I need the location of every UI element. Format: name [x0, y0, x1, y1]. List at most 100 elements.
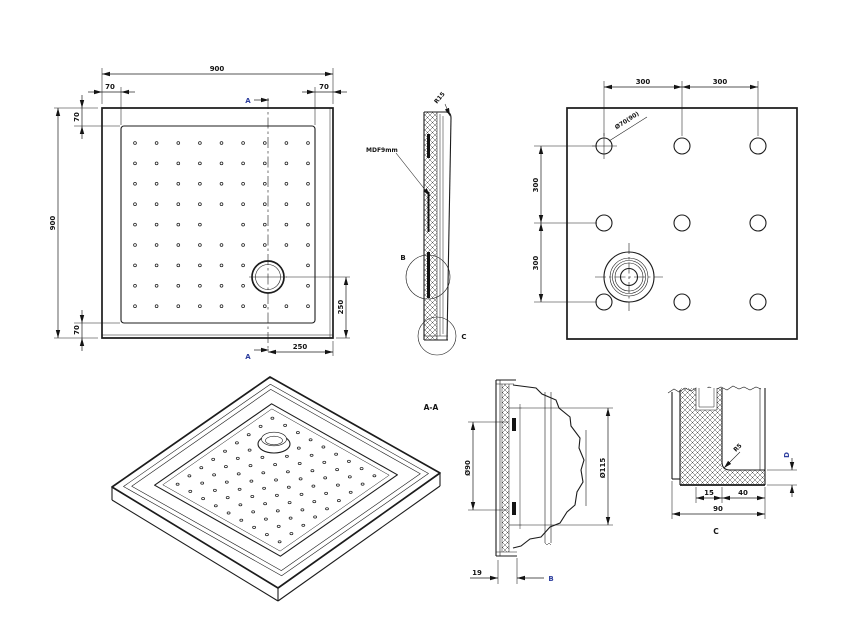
dimple-dot: [307, 284, 310, 287]
dimple-dot: [134, 284, 137, 287]
dimple-dot: [302, 524, 305, 526]
dimple-dot: [307, 223, 310, 226]
dimple-dot: [224, 466, 227, 468]
dim-drain-outer-diameter: Ø115: [599, 458, 607, 479]
dim-wall-thickness: 19: [472, 569, 482, 577]
dimple-dot: [188, 475, 191, 477]
dimple-dot: [285, 455, 288, 457]
dimple-dot: [284, 424, 287, 426]
dimple-dot: [263, 305, 266, 308]
dimple-dot: [274, 464, 277, 466]
material-label: MDF9mm: [366, 147, 398, 154]
dimple-dot: [225, 481, 228, 483]
dimple-dot: [235, 442, 238, 444]
dimple-dot: [264, 503, 267, 505]
dimple-dot: [263, 203, 266, 206]
dimple-dot: [177, 305, 180, 308]
dimple-dot: [300, 493, 303, 495]
dimple-dot: [285, 142, 288, 145]
dimple-dot: [220, 142, 223, 145]
dimple-dot: [134, 203, 137, 206]
dimple-dot: [214, 505, 217, 507]
dimple-dot: [324, 477, 327, 479]
dimple-dot: [242, 162, 245, 165]
dimple-dot: [134, 142, 137, 145]
section-aa-title: A-A: [424, 403, 439, 412]
dimple-dot: [213, 474, 216, 476]
tray-top-face: [112, 377, 440, 588]
dimple-dot: [199, 223, 202, 226]
dimple-dot: [237, 473, 240, 475]
dim-overall-width: 900: [210, 65, 225, 73]
dimple-dot: [220, 284, 223, 287]
dim-hole-pitch-left-1: 300: [532, 178, 540, 193]
dim-rim-top-right: 70: [319, 83, 329, 91]
dimple-dot: [265, 534, 268, 536]
dimple-dot: [285, 305, 288, 308]
fillet-radius-label: R15: [433, 91, 447, 105]
dimple-dot: [307, 203, 310, 206]
dimple-dot: [155, 305, 158, 308]
dim-drain-inner-diameter: Ø90: [464, 460, 472, 476]
dimple-dot: [199, 162, 202, 165]
dimple-dot: [285, 244, 288, 247]
dimple-dot: [242, 223, 245, 226]
dimple-dot: [220, 244, 223, 247]
dimple-dot: [285, 182, 288, 185]
dimple-dot: [220, 203, 223, 206]
dimple-dot: [263, 223, 266, 226]
dimple-dot: [202, 498, 205, 500]
dimple-dot: [311, 470, 314, 472]
dim-foot-width: 40: [738, 489, 748, 497]
tray-floor-iso: [155, 404, 398, 556]
detail-b-circle: [406, 255, 450, 299]
dimple-dot: [348, 476, 351, 478]
dimple-dot: [288, 502, 291, 504]
dim-hole-pitch-top-1: 300: [636, 78, 651, 86]
dimple-dot: [134, 305, 137, 308]
dimple-dot: [242, 284, 245, 287]
dimple-dot: [240, 519, 243, 521]
bottom-view: Ø70(90) 300 300 300 300: [532, 78, 797, 339]
dimple-dot: [297, 447, 300, 449]
dim-rim-side-top: 70: [73, 112, 81, 122]
dimple-dot: [242, 203, 245, 206]
dimple-dot: [247, 434, 250, 436]
dimple-dot: [242, 142, 245, 145]
dimple-dot: [323, 461, 326, 463]
dimple-dot: [199, 284, 202, 287]
dimple-dot: [307, 162, 310, 165]
tray-floor-edge: [121, 126, 315, 323]
dimple-dot: [177, 264, 180, 267]
dimple-dot: [213, 489, 216, 491]
dimple-dot: [262, 472, 265, 474]
dimple-dot: [275, 479, 278, 481]
dimple-dot: [242, 264, 245, 267]
dimple-dot: [134, 223, 137, 226]
section-label-a-top: A: [245, 97, 251, 105]
dimple-dot: [155, 182, 158, 185]
dimple-dot: [177, 182, 180, 185]
dimple-dot: [326, 508, 329, 510]
dimple-dot: [250, 480, 253, 482]
dimple-dot: [307, 142, 310, 145]
drain-underside: [595, 243, 663, 311]
dimple-dot: [285, 203, 288, 206]
dimple-dot: [336, 484, 339, 486]
dim-hole-pitch-left-2: 300: [532, 256, 540, 271]
dimple-dot: [199, 244, 202, 247]
dimple-dot: [285, 223, 288, 226]
dimple-dot: [155, 203, 158, 206]
dimple-dot: [361, 483, 364, 485]
dimple-dot: [373, 475, 376, 477]
dimple-dot: [253, 526, 256, 528]
dimple-dot: [276, 510, 279, 512]
dimple-dot: [155, 264, 158, 267]
corner-radius-label: R5: [732, 442, 743, 453]
dimple-dot: [307, 182, 310, 185]
dimple-dot: [289, 517, 292, 519]
dimple-dot: [298, 462, 301, 464]
drain-body-break-outline: [513, 385, 584, 548]
dimple-dot: [278, 541, 281, 543]
dimple-dot: [309, 439, 312, 441]
